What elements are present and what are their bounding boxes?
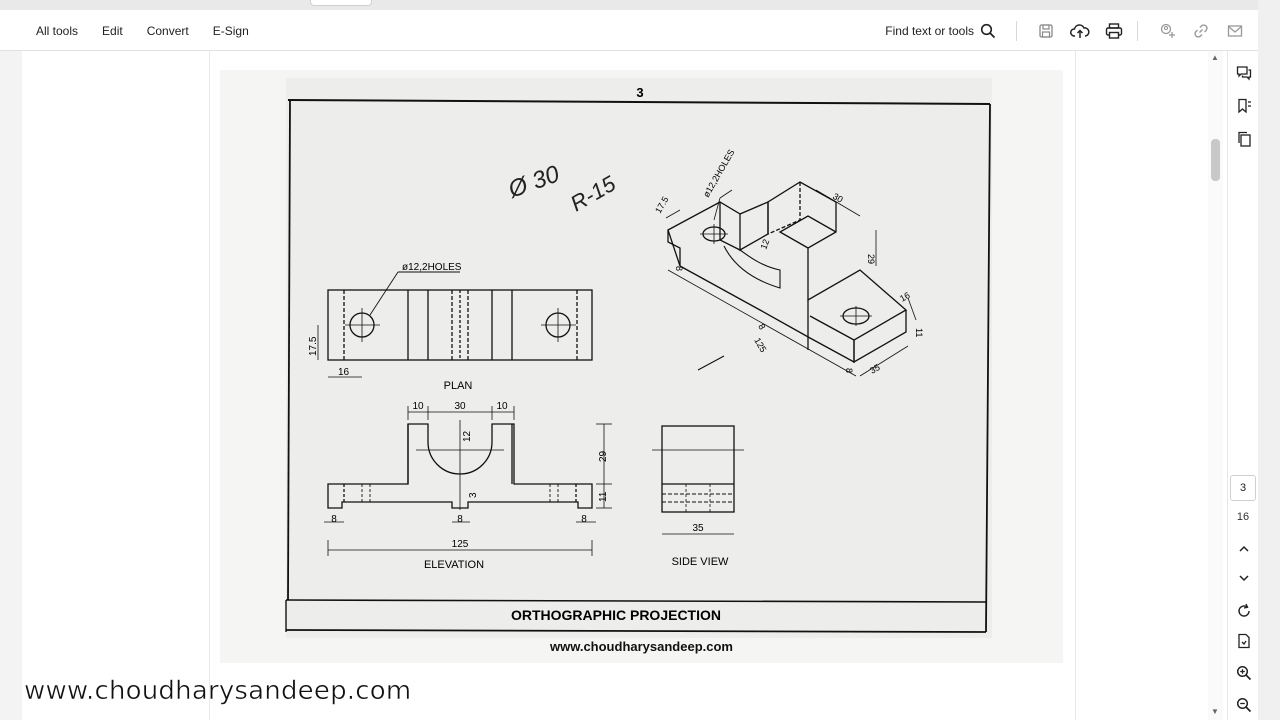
elev-dim-10-left: 10 (412, 401, 424, 412)
scanned-drawing: 3 ORTHOGRAPHIC PROJECTION Ø 30 R-15 (220, 70, 1063, 663)
vertical-scrollbar[interactable]: ▲ ▼ (1208, 51, 1223, 720)
elev-dim-29: 29 (598, 450, 609, 462)
chevron-down-icon (1239, 575, 1249, 582)
plan-dim-16: 16 (338, 367, 350, 378)
left-gutter (0, 51, 22, 720)
iso-dim-12: 12 (758, 238, 771, 251)
elev-dim-8-left: 8 (331, 514, 337, 525)
comments-panel-button[interactable] (1232, 61, 1256, 85)
zoom-in-icon (1236, 665, 1252, 681)
browser-tab[interactable] (310, 0, 372, 6)
elev-dim-3: 3 (468, 492, 479, 498)
video-watermark: www.choudharysandeep.com (24, 676, 412, 707)
elev-dim-125: 125 (452, 539, 469, 550)
isometric-view (665, 181, 917, 377)
side-view-label: SIDE VIEW (672, 556, 729, 568)
iso-dim-29: 29 (866, 254, 876, 264)
elev-dim-12: 12 (462, 430, 473, 442)
share-user-icon (1160, 23, 1175, 38)
bookmark-icon (1238, 98, 1251, 114)
toolbar-divider (1016, 20, 1017, 41)
toolbar-actions: Find text or tools (885, 10, 1252, 51)
bookmarks-panel-button[interactable] (1232, 94, 1256, 118)
elevation-label: ELEVATION (424, 559, 484, 571)
scroll-up-arrow-icon[interactable]: ▲ (1211, 53, 1219, 62)
iso-dim-8-left: 8 (674, 266, 684, 271)
search-icon (980, 23, 996, 38)
menu-all-tools[interactable]: All tools (36, 23, 79, 38)
save-icon (1039, 23, 1053, 38)
find-text-button[interactable]: Find text or tools (885, 23, 996, 39)
share-button[interactable] (1150, 16, 1184, 46)
drawing-title: ORTHOGRAPHIC PROJECTION (511, 607, 721, 623)
iso-dim-16: 16 (898, 290, 912, 304)
menu-edit[interactable]: Edit (102, 23, 123, 38)
copy-link-button[interactable] (1184, 16, 1218, 46)
pages-panel-button[interactable] (1232, 127, 1256, 151)
mail-icon (1227, 24, 1243, 37)
copy-pages-icon (1238, 131, 1251, 147)
rotate-button[interactable] (1232, 599, 1256, 623)
zoom-in-button[interactable] (1232, 661, 1256, 685)
plan-holes-label: ø12,2HOLES (402, 262, 462, 273)
link-icon (1194, 23, 1208, 38)
window-edge (1258, 0, 1280, 720)
top-toolbar: All tools Edit Convert E-Sign Find text … (0, 10, 1258, 51)
upload-button[interactable] (1063, 16, 1097, 46)
side-dim-35: 35 (692, 523, 704, 534)
rotate-icon (1238, 603, 1250, 617)
zoom-out-icon (1236, 697, 1252, 713)
current-page-input[interactable]: 3 (1230, 475, 1256, 501)
drawing-canvas: 3 ORTHOGRAPHIC PROJECTION Ø 30 R-15 (285, 78, 992, 638)
elev-dim-8-right: 8 (581, 514, 587, 525)
elev-dim-8-center: 8 (457, 514, 463, 525)
plan-view (317, 271, 593, 378)
menu-e-sign[interactable]: E-Sign (212, 23, 249, 38)
scroll-down-arrow-icon[interactable]: ▼ (1211, 707, 1219, 716)
printer-icon (1105, 22, 1123, 39)
main-menu: All tools Edit Convert E-Sign (24, 10, 261, 51)
email-button[interactable] (1218, 16, 1252, 46)
print-button[interactable] (1097, 16, 1131, 46)
zoom-out-button[interactable] (1232, 693, 1256, 717)
chevron-up-icon (1239, 545, 1249, 552)
document-page-icon (1238, 633, 1250, 649)
menu-convert[interactable]: Convert (146, 23, 189, 38)
iso-dim-11: 11 (914, 328, 924, 337)
elevation-view (324, 406, 612, 556)
find-text-label: Find text or tools (885, 23, 974, 38)
cloud-upload-icon (1070, 23, 1090, 38)
toolbar-divider-2 (1137, 20, 1138, 41)
next-page-down-button[interactable] (1232, 566, 1256, 590)
side-view (652, 425, 744, 535)
plan-label: PLAN (444, 380, 473, 392)
iso-dim-8-right: 8 (844, 368, 854, 373)
site-url: www.choudharysandeep.com (549, 639, 733, 654)
right-panel (1227, 51, 1258, 720)
iso-dim-30: 30 (831, 191, 845, 205)
save-button[interactable] (1029, 16, 1063, 46)
iso-dim-35: 35 (868, 362, 882, 376)
total-pages-label: 16 (1236, 511, 1250, 523)
page-info-button[interactable] (1232, 629, 1256, 653)
page-number-label: 3 (636, 85, 643, 100)
plan-dim-17-5: 17.5 (308, 336, 319, 356)
comments-icon (1236, 66, 1252, 81)
tab-strip (0, 0, 1280, 10)
elev-dim-11: 11 (598, 491, 609, 502)
elev-dim-10-right: 10 (496, 401, 508, 412)
elev-dim-30: 30 (454, 401, 466, 412)
paper-sheet (286, 78, 992, 638)
scroll-thumb[interactable] (1211, 139, 1220, 181)
next-page-up-button[interactable] (1232, 537, 1256, 561)
iso-dim-8-mid: 8 (756, 322, 767, 331)
